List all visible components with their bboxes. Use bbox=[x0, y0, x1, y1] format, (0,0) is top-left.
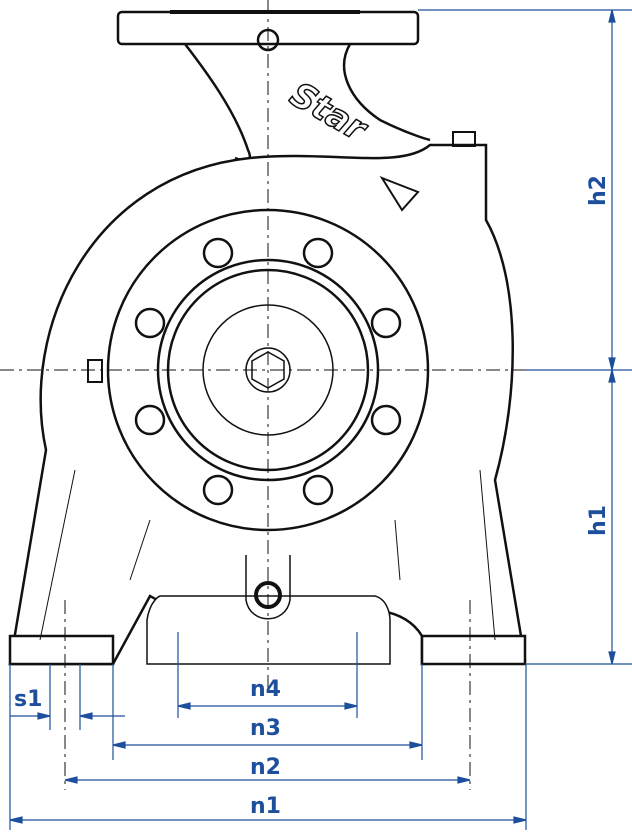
dimension-h2: h2 bbox=[585, 175, 611, 206]
dimension-n1: n1 bbox=[250, 794, 281, 819]
dimension-s1: s1 bbox=[14, 687, 43, 712]
center-lines bbox=[0, 0, 560, 790]
dimension-n2: n2 bbox=[250, 755, 281, 780]
dimension-lines bbox=[9, 9, 632, 830]
bolt-holes bbox=[134, 237, 402, 506]
dimension-n4: n4 bbox=[250, 677, 281, 702]
dimension-n3: n3 bbox=[250, 716, 281, 741]
dimension-h1: h1 bbox=[585, 505, 611, 536]
right-foot bbox=[420, 634, 527, 666]
left-foot bbox=[8, 634, 115, 666]
star-logo: Star bbox=[283, 74, 375, 150]
